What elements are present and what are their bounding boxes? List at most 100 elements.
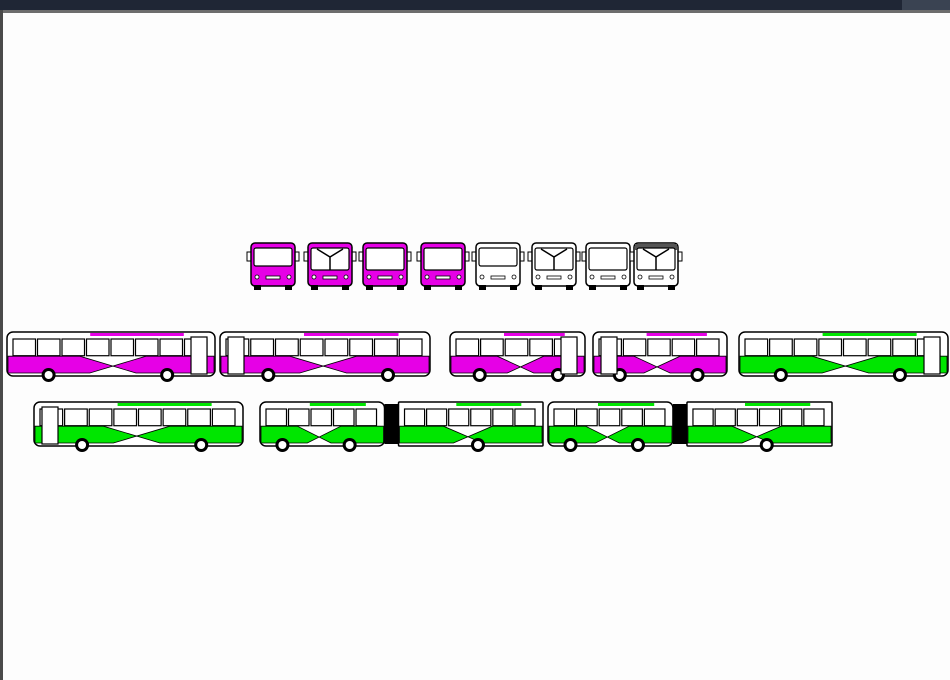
drawing-canvas[interactable] xyxy=(3,13,950,680)
door xyxy=(41,406,59,445)
wheel xyxy=(285,285,292,290)
roof-livery xyxy=(309,403,366,406)
side-window xyxy=(274,338,299,357)
wheel-hub xyxy=(384,371,392,379)
side-window xyxy=(714,408,736,427)
side-window xyxy=(355,408,378,427)
wheel xyxy=(637,285,644,290)
livery-stripe xyxy=(450,355,585,374)
headlight xyxy=(343,274,349,280)
livery-stripe xyxy=(34,425,243,444)
wheel-hub xyxy=(633,441,642,449)
headlight xyxy=(479,274,485,280)
side-window xyxy=(324,338,349,357)
side-window xyxy=(598,408,621,427)
wheel xyxy=(455,285,462,290)
articulation-joint xyxy=(384,404,399,444)
headlight xyxy=(286,274,292,280)
wheel-hub xyxy=(566,441,575,449)
windscreen xyxy=(365,247,405,271)
wheel xyxy=(589,285,596,290)
livery-stripe xyxy=(593,355,727,374)
side-window xyxy=(287,408,310,427)
side-window xyxy=(695,338,720,357)
roof-livery xyxy=(822,333,917,336)
headlight xyxy=(398,274,404,280)
articulation-joint xyxy=(672,404,687,444)
bus-front-view xyxy=(303,242,357,290)
wheel-hub xyxy=(345,441,354,449)
wiper xyxy=(316,248,344,270)
headlight xyxy=(535,274,541,280)
viewport-border-left xyxy=(0,10,3,680)
wheel-hub xyxy=(197,441,206,449)
side-window xyxy=(373,338,398,357)
wheel-hub xyxy=(615,371,624,379)
headlight xyxy=(621,274,627,280)
side-window xyxy=(426,408,448,427)
side-window xyxy=(744,338,769,357)
wheel xyxy=(620,285,627,290)
livery-stripe xyxy=(220,355,430,374)
wheel xyxy=(535,285,542,290)
bus-side-view-articulated xyxy=(547,401,833,452)
door xyxy=(600,336,618,375)
grille xyxy=(377,275,393,280)
side-window xyxy=(470,408,492,427)
side-window xyxy=(514,408,536,427)
livery-stripe xyxy=(399,425,543,444)
grille xyxy=(490,275,506,280)
headlight xyxy=(366,274,372,280)
side-window xyxy=(403,408,426,427)
wheel-hub xyxy=(895,371,904,379)
bus-side-view-standard xyxy=(738,331,949,382)
side-window xyxy=(793,338,818,357)
headlight xyxy=(424,274,430,280)
bus-side-view-articulated xyxy=(259,401,544,452)
wheel xyxy=(424,285,431,290)
side-window xyxy=(299,338,324,357)
side-window xyxy=(110,338,135,357)
bus-front-view xyxy=(629,242,683,290)
side-window xyxy=(622,338,647,357)
title-bar-controls xyxy=(902,0,950,10)
side-window xyxy=(492,408,514,427)
bus-front-view xyxy=(358,242,412,290)
side-window xyxy=(867,338,892,357)
side-window xyxy=(61,338,86,357)
wheel-hub xyxy=(278,441,287,449)
bus-front-view xyxy=(471,242,525,290)
side-window xyxy=(12,338,37,357)
windscreen xyxy=(478,247,518,267)
windscreen xyxy=(588,247,628,271)
grille xyxy=(265,275,281,280)
wheel-hub xyxy=(475,371,484,379)
side-window xyxy=(818,338,843,357)
side-window xyxy=(892,338,916,357)
wheel-hub xyxy=(762,441,771,449)
wheel xyxy=(342,285,349,290)
headlight xyxy=(669,274,675,280)
door xyxy=(190,336,208,375)
wheel xyxy=(566,285,573,290)
headlight xyxy=(589,274,595,280)
side-window xyxy=(265,408,288,427)
side-window xyxy=(758,408,781,427)
side-window xyxy=(332,408,355,427)
bus-drawing xyxy=(6,242,949,452)
side-window xyxy=(187,408,211,427)
wheel-hub xyxy=(78,441,87,449)
side-window xyxy=(310,408,333,427)
headlight xyxy=(567,274,573,280)
headlight xyxy=(511,274,517,280)
side-window xyxy=(480,338,504,357)
side-window xyxy=(736,408,759,427)
wiper xyxy=(540,248,568,270)
door xyxy=(227,336,245,375)
wheel xyxy=(668,285,675,290)
headlight xyxy=(254,274,260,280)
side-window xyxy=(643,408,666,427)
side-window xyxy=(575,408,598,427)
side-window xyxy=(211,408,236,427)
wheel xyxy=(366,285,373,290)
